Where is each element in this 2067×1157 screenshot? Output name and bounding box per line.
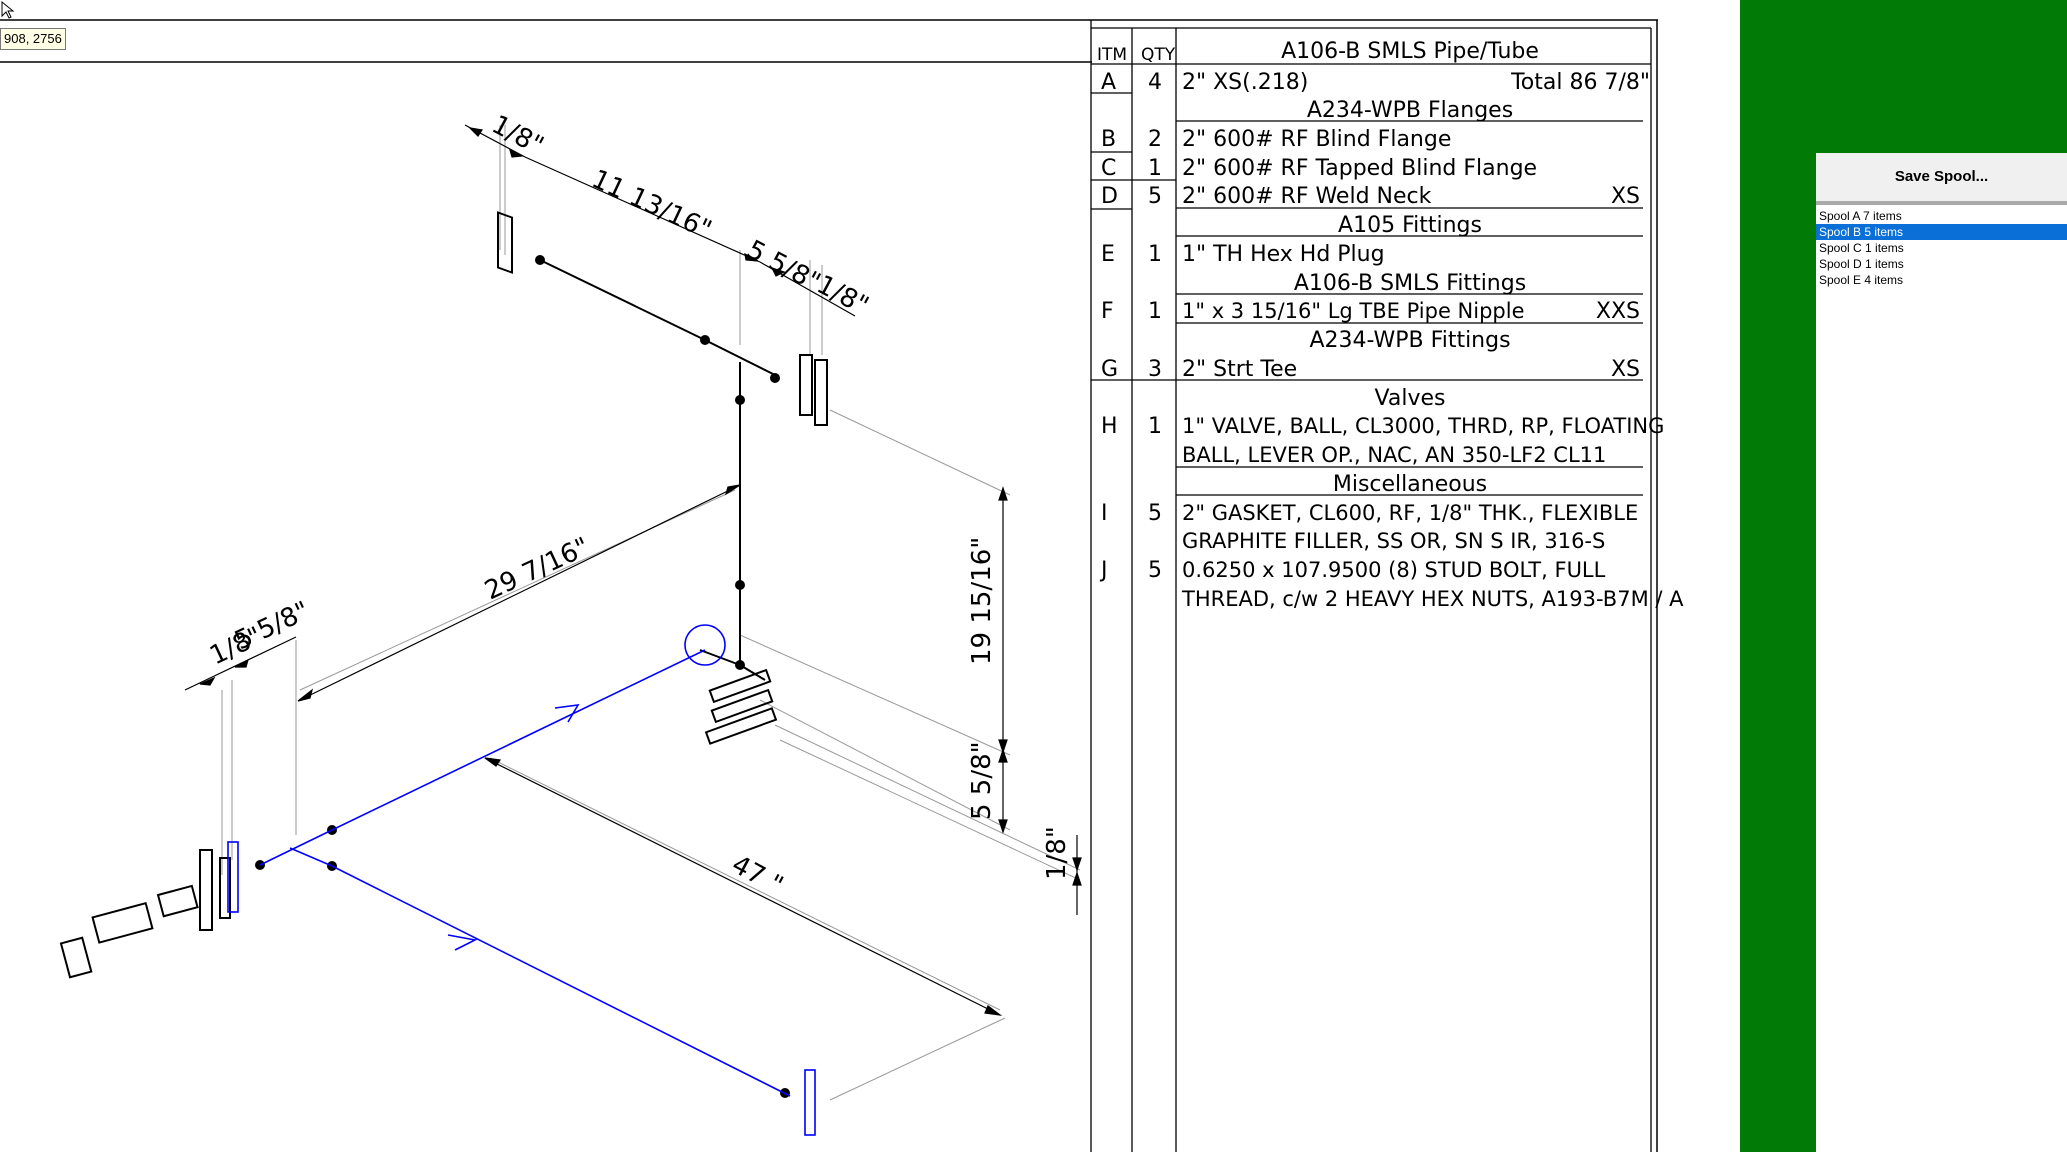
- dim-vertical-19: 19 15/16": [967, 537, 997, 665]
- bom-section-title: A105 Fittings: [1338, 213, 1482, 238]
- bom-item-letter: I: [1101, 501, 1108, 526]
- weld-points: [255, 255, 790, 1098]
- bom-item-qty: 5: [1148, 184, 1162, 209]
- bom-item-qty: 1: [1148, 414, 1162, 439]
- bom-item-spec: XXS: [1596, 299, 1640, 324]
- bom-item-letter: C: [1101, 156, 1116, 181]
- bom-item-letter: H: [1101, 414, 1118, 439]
- mouse-cursor-icon: [1, 0, 15, 19]
- bom-item-desc: 2" Strt Tee: [1182, 357, 1297, 382]
- bom-item-qty: 5: [1148, 501, 1162, 526]
- bom-section-title: A106-B SMLS Pipe/Tube: [1281, 39, 1539, 64]
- bom-header-qty: QTY: [1141, 45, 1176, 65]
- bom-section-title: Miscellaneous: [1333, 472, 1487, 497]
- bom-item-spec: Total 86 7/8": [1510, 70, 1650, 95]
- spool-panel: Save Spool... Spool A 7 items Spool B 5 …: [1816, 153, 2067, 1152]
- bom-item-desc: 2" 600# RF Weld Neck: [1182, 184, 1432, 209]
- spool-list-item-c[interactable]: Spool C 1 items: [1819, 241, 1904, 255]
- bom-section-title: A106-B SMLS Fittings: [1294, 271, 1526, 296]
- bom-item-desc: 0.6250 x 107.9500 (8) STUD BOLT, FULL: [1182, 558, 1606, 582]
- bom-item-desc-line2: THREAD, c/w 2 HEAVY HEX NUTS, A193-B7M /…: [1181, 587, 1684, 611]
- extension-lines: [221, 125, 1081, 1101]
- dim-vertical-gap: 1/8": [1042, 826, 1072, 880]
- pipe-spool-b-highlighted[interactable]: [227, 624, 816, 1136]
- bom-item-desc: 2" 600# RF Blind Flange: [1182, 127, 1451, 152]
- dimension-labels: 1/8" 11 13/16" 5 5/8" 1/8" 29 7/16" 19 1…: [205, 110, 1072, 902]
- bom-item-letter: F: [1101, 299, 1114, 324]
- bom-item-desc: 2" 600# RF Tapped Blind Flange: [1182, 156, 1537, 181]
- bom-table: ITM QTY A106-B SMLS Pipe/Tube A 4 2" XS(…: [1097, 39, 1684, 611]
- bom-item-desc: 1" x 3 15/16" Lg TBE Pipe Nipple: [1182, 299, 1525, 323]
- bom-item-desc-line2: BALL, LEVER OP., NAC, AN 350-LF2 CL11: [1182, 443, 1606, 467]
- bom-item-desc-line2: GRAPHITE FILLER, SS OR, SN S IR, 316-S: [1182, 529, 1605, 553]
- coordinate-tooltip: 908, 2756: [0, 28, 66, 50]
- bom-item-desc: 1" VALVE, BALL, CL3000, THRD, RP, FLOATI…: [1182, 414, 1664, 438]
- pipe-spool-black[interactable]: [59, 211, 828, 979]
- save-spool-button[interactable]: Save Spool...: [1816, 153, 2067, 205]
- bom-item-spec: XS: [1611, 184, 1640, 209]
- bom-item-qty: 3: [1148, 357, 1162, 382]
- dimension-lines: [184, 124, 1082, 1016]
- dim-top-run: 11 13/16": [587, 164, 716, 245]
- bom-section-title: A234-WPB Flanges: [1307, 98, 1513, 123]
- bom-table-frame: [1090, 20, 1652, 1152]
- bom-item-letter: G: [1101, 357, 1118, 382]
- spool-list-item-b[interactable]: Spool B 5 items: [1816, 224, 2067, 240]
- bom-item-letter: D: [1101, 184, 1118, 209]
- bom-item-letter: A: [1101, 70, 1116, 95]
- bom-item-desc: 1" TH Hex Hd Plug: [1182, 242, 1385, 267]
- dim-vertical-5: 5 5/8": [967, 741, 997, 820]
- dim-top-right-gap: 1/8": [812, 270, 874, 322]
- bom-item-qty: 1: [1148, 242, 1162, 267]
- bom-item-desc: 2" XS(.218): [1182, 70, 1308, 95]
- bom-section-title: Valves: [1375, 386, 1446, 411]
- spool-list-item-a[interactable]: Spool A 7 items: [1819, 209, 1902, 223]
- bom-item-letter: J: [1099, 558, 1108, 583]
- spool-list-item-d[interactable]: Spool D 1 items: [1819, 257, 1904, 271]
- isometric-drawing-canvas[interactable]: ITM QTY A106-B SMLS Pipe/Tube A 4 2" XS(…: [0, 0, 1684, 1152]
- spool-list[interactable]: Spool A 7 items Spool B 5 items Spool C …: [1816, 208, 2067, 288]
- bom-header-item: ITM: [1097, 45, 1127, 65]
- bom-section-title: A234-WPB Fittings: [1309, 328, 1510, 353]
- bom-item-qty: 5: [1148, 558, 1162, 583]
- dim-left-5: 5 5/8": [230, 596, 314, 656]
- spool-list-item-e[interactable]: Spool E 4 items: [1819, 273, 1904, 287]
- bom-item-letter: E: [1101, 242, 1115, 267]
- bom-item-letter: B: [1101, 127, 1116, 152]
- bom-item-desc: 2" GASKET, CL600, RF, 1/8" THK., FLEXIBL…: [1182, 501, 1638, 525]
- bom-item-qty: 1: [1148, 156, 1162, 181]
- bom-item-qty: 4: [1148, 70, 1162, 95]
- bom-item-qty: 1: [1148, 299, 1162, 324]
- dim-diagonal-29: 29 7/16": [480, 532, 594, 606]
- bom-item-spec: XS: [1611, 357, 1640, 382]
- bom-item-qty: 2: [1148, 127, 1162, 152]
- dim-top-right: 5 5/8": [742, 235, 825, 298]
